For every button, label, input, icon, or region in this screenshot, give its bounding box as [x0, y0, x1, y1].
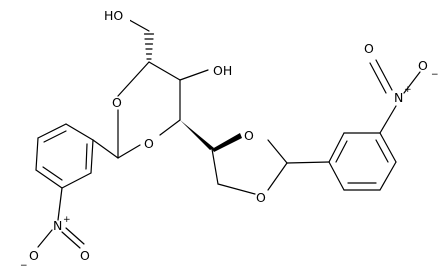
hashed-wedge-bond	[143, 33, 155, 60]
hydroxyl-bond	[179, 69, 209, 81]
label-hydroxymethyl-oh: HO	[104, 8, 123, 23]
label-nitro-left-o-double: O	[80, 248, 90, 263]
charge-nitro-right-plus: +	[404, 85, 412, 95]
label-nitro-right-o-double: O	[364, 41, 374, 56]
label-nitro-right-o-single: O	[418, 58, 428, 73]
charge-nitro-right-minus: −	[431, 70, 439, 80]
bold-wedge	[212, 133, 242, 152]
dioxane-ring	[117, 61, 181, 159]
charge-nitro-left-plus: +	[63, 215, 71, 225]
label-ring-hydroxyl: OH	[213, 63, 232, 78]
charge-nitro-left-minus: −	[20, 261, 28, 271]
label-nitro-left-o-single: O	[29, 248, 39, 263]
label-dioxolane-o-top: O	[244, 128, 254, 143]
wedge-bond	[180, 120, 214, 150]
aryl-link-right	[286, 161, 330, 164]
label-nitro-left-n: N	[53, 218, 62, 233]
nitro-group-right	[369, 59, 421, 134]
nitro-group-left	[37, 187, 85, 249]
label-dioxane-o-bottom: O	[144, 136, 154, 151]
label-dioxane-o-top: O	[112, 95, 122, 110]
hydroxymethyl-group	[123, 16, 155, 60]
label-nitro-right-n: N	[394, 90, 403, 105]
benzene-ring-left	[35, 123, 94, 189]
dioxolane-ring	[211, 133, 288, 195]
label-dioxolane-o-bottom: O	[256, 190, 266, 205]
aryl-link-left	[92, 139, 119, 159]
benzene-ring-right	[328, 132, 397, 191]
